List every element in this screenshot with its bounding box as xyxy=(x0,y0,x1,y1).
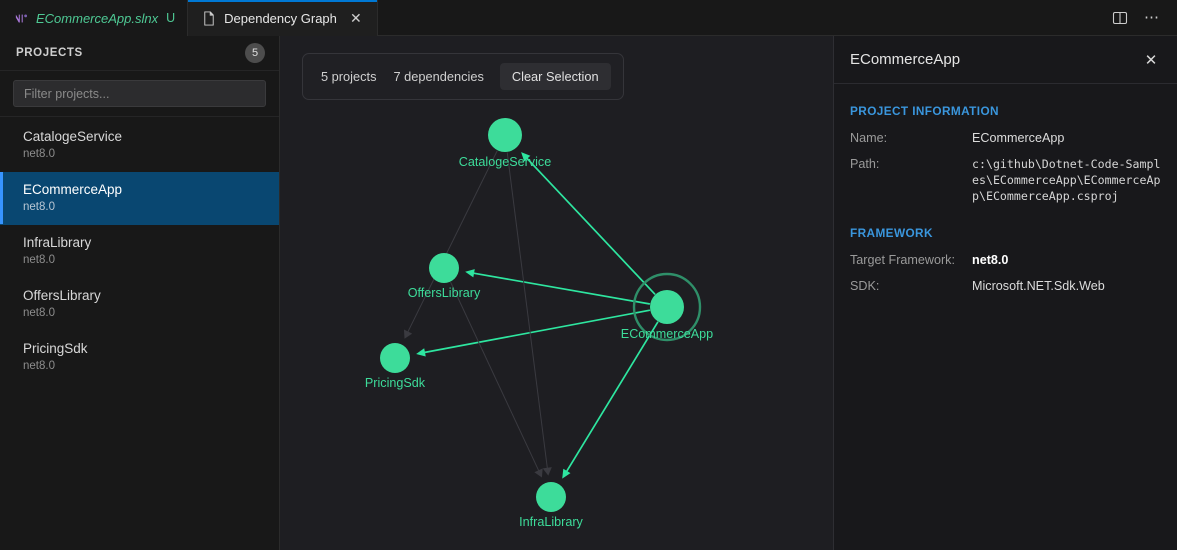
projects-sidebar: PROJECTS 5 CatalogeService net8.0 EComme… xyxy=(0,36,280,550)
graph-node-label: OffersLibrary xyxy=(408,286,481,300)
detail-row-name: Name: ECommerceApp xyxy=(850,130,1161,147)
project-name: CatalogeService xyxy=(23,129,123,144)
sidebar-item-pricingsdk[interactable]: PricingSdk net8.0 xyxy=(0,331,279,384)
detail-row-target-framework: Target Framework: net8.0 xyxy=(850,252,1161,269)
project-list: CatalogeService net8.0 ECommerceApp net8… xyxy=(0,117,279,550)
project-name: PricingSdk xyxy=(23,341,88,356)
project-framework: net8.0 xyxy=(23,201,55,213)
project-count-badge: 5 xyxy=(245,43,265,63)
project-framework: net8.0 xyxy=(23,148,55,160)
graph-node-pricingsdk[interactable] xyxy=(380,343,410,373)
section-heading: PROJECT INFORMATION xyxy=(850,104,999,118)
graph-node-label: ECommerceApp xyxy=(621,327,713,341)
graph-toolbar: 5 projects 7 dependencies Clear Selectio… xyxy=(302,53,624,100)
filter-row xyxy=(0,71,279,117)
editor-tab-bar: ECommerceApp.slnx U Dependency Graph ✕ ⋯ xyxy=(0,0,1177,36)
graph-edge-arrowhead xyxy=(521,152,531,162)
detail-row-sdk: SDK: Microsoft.NET.Sdk.Web xyxy=(850,278,1161,295)
graph-edge-arrowhead xyxy=(562,468,571,479)
graph-node-infralibrary[interactable] xyxy=(536,482,566,512)
sidebar-item-infralibrary[interactable]: InfraLibrary net8.0 xyxy=(0,225,279,278)
graph-edge-arrowhead xyxy=(542,467,552,476)
graph-node-selection-ring xyxy=(632,272,702,342)
page-title: PROJECTS xyxy=(16,47,83,59)
editor-actions: ⋯ xyxy=(1107,0,1177,35)
detail-key: Target Framework: xyxy=(850,253,955,267)
graph-svg: CatalogeServiceOffersLibraryECommerceApp… xyxy=(365,118,713,529)
sidebar-item-ecommerceapp[interactable]: ECommerceApp net8.0 xyxy=(0,172,279,225)
graph-node-label: CatalogeService xyxy=(459,155,551,169)
graph-edge-arrowhead xyxy=(416,348,426,357)
detail-value: net8.0 xyxy=(972,253,1009,267)
graph-edge[interactable] xyxy=(563,321,659,477)
project-details-panel: ECommerceApp ✕ PROJECT INFORMATION Name:… xyxy=(833,36,1177,550)
detail-key: Path: xyxy=(850,157,880,171)
detail-key: Name: xyxy=(850,131,888,145)
more-actions-icon[interactable]: ⋯ xyxy=(1144,8,1160,26)
section-heading: FRAMEWORK xyxy=(850,226,933,240)
details-body: PROJECT INFORMATION Name: ECommerceApp P… xyxy=(834,84,1177,550)
close-icon[interactable]: ✕ xyxy=(350,10,362,26)
sidebar-header: PROJECTS 5 xyxy=(0,36,279,71)
close-icon[interactable]: ✕ xyxy=(1144,51,1158,69)
detail-key: SDK: xyxy=(850,279,880,293)
split-editor-icon[interactable] xyxy=(1107,5,1133,31)
graph-edge[interactable] xyxy=(418,309,651,355)
details-title: ECommerceApp xyxy=(850,51,961,68)
project-framework: net8.0 xyxy=(23,254,55,266)
detail-row-path: Path: c:\github\Dotnet-Code-Samples\ECom… xyxy=(850,156,1161,204)
graph-edge[interactable] xyxy=(467,271,651,305)
filter-projects-input[interactable] xyxy=(13,80,266,107)
project-framework: net8.0 xyxy=(23,360,55,372)
tab-dependency-graph[interactable]: Dependency Graph ✕ xyxy=(188,0,378,36)
graph-edge-arrowhead xyxy=(403,329,413,339)
project-framework: net8.0 xyxy=(23,307,55,319)
graph-node-offerslibrary[interactable] xyxy=(429,253,459,283)
sidebar-item-offerslibrary[interactable]: OffersLibrary net8.0 xyxy=(0,278,279,331)
tab-label: ECommerceApp.slnx xyxy=(36,10,159,26)
projects-stat: 5 projects xyxy=(321,69,377,84)
graph-edge[interactable] xyxy=(405,150,498,337)
graph-node-ecommerceapp[interactable] xyxy=(650,290,684,324)
tab-ecommerceapp-slnx[interactable]: ECommerceApp.slnx U xyxy=(0,0,189,36)
graph-edge[interactable] xyxy=(522,153,656,295)
clear-selection-button[interactable]: Clear Selection xyxy=(499,63,611,90)
graph-edge-arrowhead xyxy=(465,269,475,278)
file-icon xyxy=(201,10,217,26)
graph-node-catalogeservice[interactable] xyxy=(488,118,522,152)
project-name: InfraLibrary xyxy=(23,235,92,250)
tab-label: Dependency Graph xyxy=(224,10,337,26)
sidebar-item-catalogeservice[interactable]: CatalogeService net8.0 xyxy=(0,119,279,172)
graph-edge-arrowhead xyxy=(534,468,543,478)
graph-edge[interactable] xyxy=(506,152,549,473)
tab-unsaved-badge: U xyxy=(166,11,176,25)
graph-edge[interactable] xyxy=(450,281,541,475)
project-name: OffersLibrary xyxy=(23,288,101,303)
detail-value: c:\github\Dotnet-Code-Samples\ECommerceA… xyxy=(972,157,1161,203)
section-framework: FRAMEWORK Target Framework: net8.0 SDK: … xyxy=(850,226,1161,295)
dependency-graph-canvas[interactable]: 5 projects 7 dependencies Clear Selectio… xyxy=(280,36,833,550)
dependencies-stat: 7 dependencies xyxy=(393,69,484,84)
details-header: ECommerceApp ✕ xyxy=(834,36,1177,84)
section-project-information: PROJECT INFORMATION Name: ECommerceApp P… xyxy=(850,104,1161,204)
project-name: ECommerceApp xyxy=(23,182,123,197)
graph-node-label: PricingSdk xyxy=(365,376,426,390)
detail-value: ECommerceApp xyxy=(972,131,1065,145)
solution-icon xyxy=(13,10,29,26)
detail-value: Microsoft.NET.Sdk.Web xyxy=(972,279,1105,293)
graph-node-label: InfraLibrary xyxy=(519,515,583,529)
main-body: PROJECTS 5 CatalogeService net8.0 EComme… xyxy=(0,36,1177,550)
